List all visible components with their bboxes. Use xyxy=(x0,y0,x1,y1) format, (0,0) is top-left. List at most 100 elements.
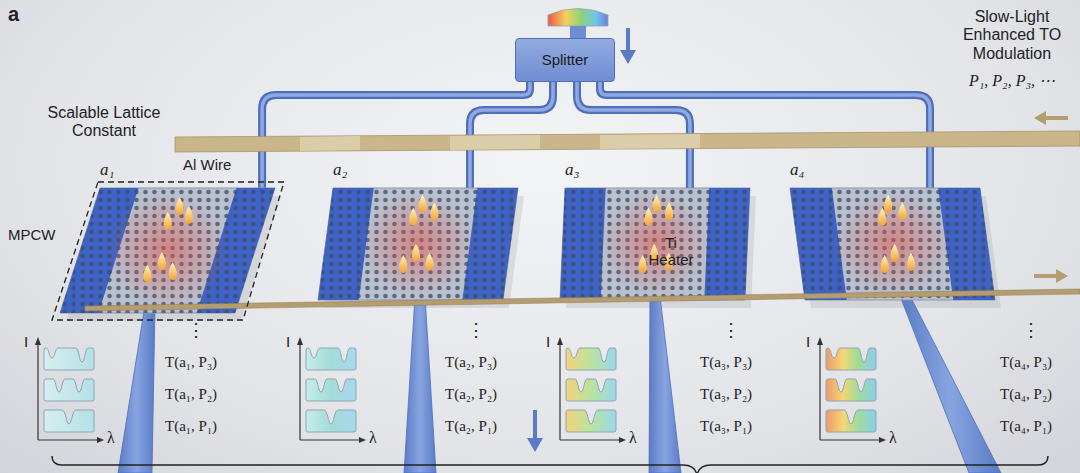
waveguide-core xyxy=(262,82,530,188)
light-pulse xyxy=(430,202,438,220)
light-pulse xyxy=(884,194,892,212)
transmission-label: T(a₂, P₂) xyxy=(445,386,497,403)
light-pulse xyxy=(898,202,906,220)
heater-arrow xyxy=(1034,269,1068,283)
light-pulse xyxy=(639,255,647,273)
light-pulse xyxy=(644,208,652,226)
light-pulse xyxy=(418,194,426,212)
photonic-crystal-waveguide: a₂ xyxy=(318,188,518,300)
slab-body xyxy=(790,188,995,300)
thermal-glow xyxy=(362,192,474,295)
input-arrow xyxy=(620,28,636,64)
transmission-label: T(a₄, P₁) xyxy=(1000,418,1052,435)
light-pulse xyxy=(169,262,177,280)
wire-pads xyxy=(300,134,700,151)
light-pulse xyxy=(158,252,166,270)
waveguide-connector xyxy=(470,82,553,188)
splitter-box: Splitter xyxy=(515,38,615,82)
light-pulse xyxy=(652,194,660,212)
waveguide-edge xyxy=(470,82,553,188)
ellipsis: ⋮ xyxy=(467,320,485,341)
lattice-note: Scalable Lattice Constant xyxy=(34,104,174,141)
lattice-constant-label: a₁ xyxy=(100,160,114,180)
light-pulse xyxy=(665,202,673,220)
light-pulse xyxy=(425,253,433,271)
modulation-note: Slow-Light Enhanced TO Modulation xyxy=(952,8,1072,63)
axis-label: I xyxy=(806,333,810,350)
transmission-label: T(a₃, P₁) xyxy=(700,418,752,435)
transmission-label: T(a₁, P₃) xyxy=(165,354,217,371)
lattice-constant-label: a₃ xyxy=(565,160,579,180)
crystal-slab xyxy=(60,188,275,313)
thermal-glow xyxy=(835,192,950,295)
transmission-label: T(a₁, P₂) xyxy=(165,386,217,403)
power-series: P₁, P₂, P₃, ⋯ xyxy=(952,72,1072,90)
axis-label: I xyxy=(286,333,290,350)
transmission-label: T(a₄, P₃) xyxy=(1000,354,1052,371)
thermal-glow xyxy=(602,192,708,295)
air-holes xyxy=(318,188,518,300)
light-pulse xyxy=(185,206,193,224)
transmission-label: T(a₃, P₂) xyxy=(700,386,752,403)
mpcw-outline xyxy=(52,182,284,320)
transmission-label: T(a₂, P₃) xyxy=(445,354,497,371)
air-holes xyxy=(790,188,995,300)
output-arrow xyxy=(527,410,543,452)
axis-label: I xyxy=(24,333,28,350)
axis-label: λ xyxy=(889,429,897,447)
axis-label: I xyxy=(546,333,550,350)
transmission-label: T(a₄, P₂) xyxy=(1000,386,1052,403)
photonic-crystal-waveguide: a₁MPCW xyxy=(60,188,275,313)
waveguide-edge xyxy=(262,82,530,188)
light-pulse xyxy=(143,265,151,283)
light-pulse xyxy=(409,208,417,226)
transmission-label: T(a₁, P₁) xyxy=(165,418,217,435)
waveguide-connector xyxy=(600,82,930,188)
bracket xyxy=(52,456,1048,473)
output-tapers xyxy=(118,296,1001,473)
crystal-slab xyxy=(790,188,995,300)
light-pulse xyxy=(175,197,183,215)
slab-body xyxy=(560,188,750,300)
light-pulse xyxy=(399,255,407,273)
axis-label: λ xyxy=(107,429,115,447)
light-source xyxy=(548,9,608,27)
lattice-constant-label: a₂ xyxy=(333,160,347,180)
lattice-constant-label: a₄ xyxy=(790,160,804,180)
waveguide-core xyxy=(600,82,930,188)
crystal-slab xyxy=(318,188,518,300)
photonic-crystal-waveguide: a₄ xyxy=(790,188,995,300)
slab-body xyxy=(60,188,275,313)
light-pulse xyxy=(164,212,172,230)
photonic-crystal-waveguide: a₃ xyxy=(560,188,750,300)
light-pulse xyxy=(878,208,886,226)
ellipsis: ⋮ xyxy=(1022,320,1040,341)
waveguide-connector xyxy=(262,82,530,188)
waveguide-label: MPCW xyxy=(8,226,56,243)
spectrum-axes xyxy=(35,337,886,443)
thermal-glow xyxy=(107,193,227,308)
waveguide-core xyxy=(470,82,553,188)
al-wire xyxy=(175,131,1080,152)
axis-label: λ xyxy=(369,429,377,447)
axis-label: λ xyxy=(629,429,637,447)
modulation-arrow xyxy=(1034,111,1068,125)
heater-label: Ti Heater xyxy=(645,234,697,269)
transmission-label: T(a₃, P₃) xyxy=(700,354,752,371)
waveguide-edge xyxy=(600,82,930,188)
air-holes xyxy=(60,188,275,313)
light-pulse xyxy=(890,244,898,262)
ellipsis: ⋮ xyxy=(722,320,740,341)
light-pulse xyxy=(881,255,889,273)
light-pulse xyxy=(412,244,420,262)
light-pulse xyxy=(907,253,915,271)
ellipsis: ⋮ xyxy=(187,320,205,341)
air-holes xyxy=(560,188,750,300)
wire-label: Al Wire xyxy=(183,156,231,173)
slab-body xyxy=(318,188,518,300)
panel-label: a xyxy=(8,3,19,26)
ti-heater xyxy=(85,289,1080,311)
